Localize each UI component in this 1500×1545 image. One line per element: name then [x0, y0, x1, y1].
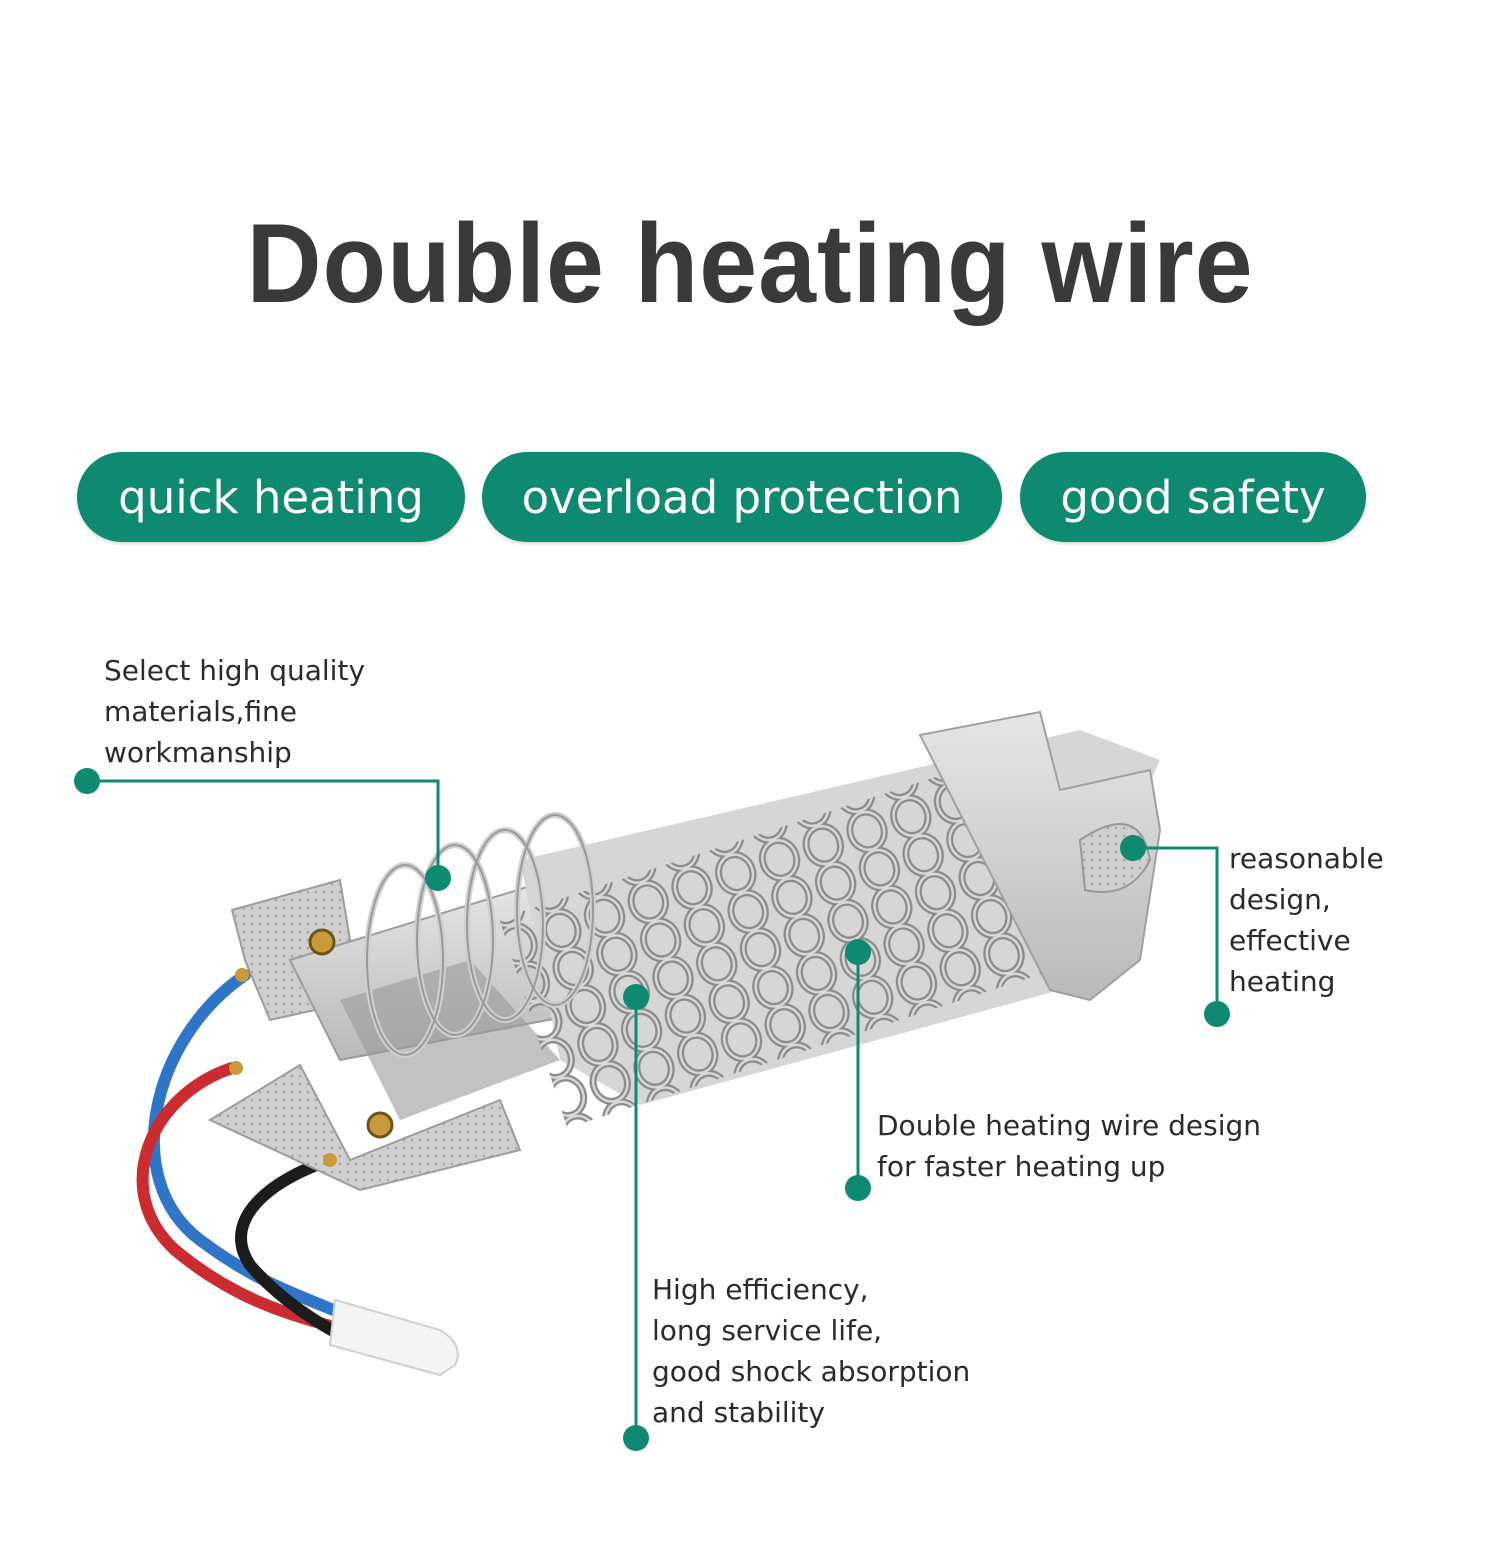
callout-dot-efficiency-end [623, 1425, 649, 1451]
feature-pill-quick-heating: quick heating [77, 452, 465, 542]
feature-pill-good-safety: good safety [1020, 452, 1366, 542]
callout-efficiency: High efficiency, long service life, good… [652, 1269, 970, 1433]
callout-dot-double-wire-start [845, 939, 871, 965]
callout-design-line-4: heating [1229, 965, 1336, 998]
callout-double-wire: Double heating wire design for faster he… [877, 1105, 1261, 1187]
page-title: Double heating wire [246, 201, 1254, 327]
callout-dot-double-wire-end [845, 1175, 871, 1201]
callout-dot-materials-end [425, 865, 451, 891]
callout-double-wire-line-2: for faster heating up [877, 1150, 1166, 1183]
callout-connectors [87, 779, 1219, 1438]
callout-dots [74, 768, 1230, 1451]
callout-materials-line-3: workmanship [104, 736, 292, 769]
callout-design-line-2: design, [1229, 883, 1331, 916]
callout-design-line-1: reasonable [1229, 842, 1384, 875]
callout-efficiency-line-2: long service life, [652, 1314, 883, 1347]
callout-materials: Select high quality materials,fine workm… [104, 650, 365, 773]
callout-design: reasonable design, effective heating [1229, 838, 1384, 1002]
callout-dot-materials-start [74, 768, 100, 794]
callout-efficiency-line-4: and stability [652, 1396, 825, 1429]
callout-dot-design-end [1204, 1001, 1230, 1027]
callout-double-wire-line-1: Double heating wire design [877, 1109, 1262, 1142]
callout-dot-design-start [1120, 835, 1146, 861]
callout-materials-line-2: materials,fine [104, 695, 297, 728]
callout-dot-efficiency-start [623, 984, 649, 1010]
lead-wires [136, 969, 356, 1346]
callout-materials-line-1: Select high quality [104, 654, 366, 687]
connector-sleeve [328, 1298, 459, 1377]
callout-efficiency-line-1: High efficiency, [652, 1273, 869, 1306]
callout-efficiency-line-3: good shock absorption [652, 1355, 971, 1388]
perforated-end-cap [918, 710, 1162, 1002]
feature-pill-overload-protection: overload protection [482, 452, 1002, 542]
callout-design-line-3: effective [1229, 924, 1351, 957]
